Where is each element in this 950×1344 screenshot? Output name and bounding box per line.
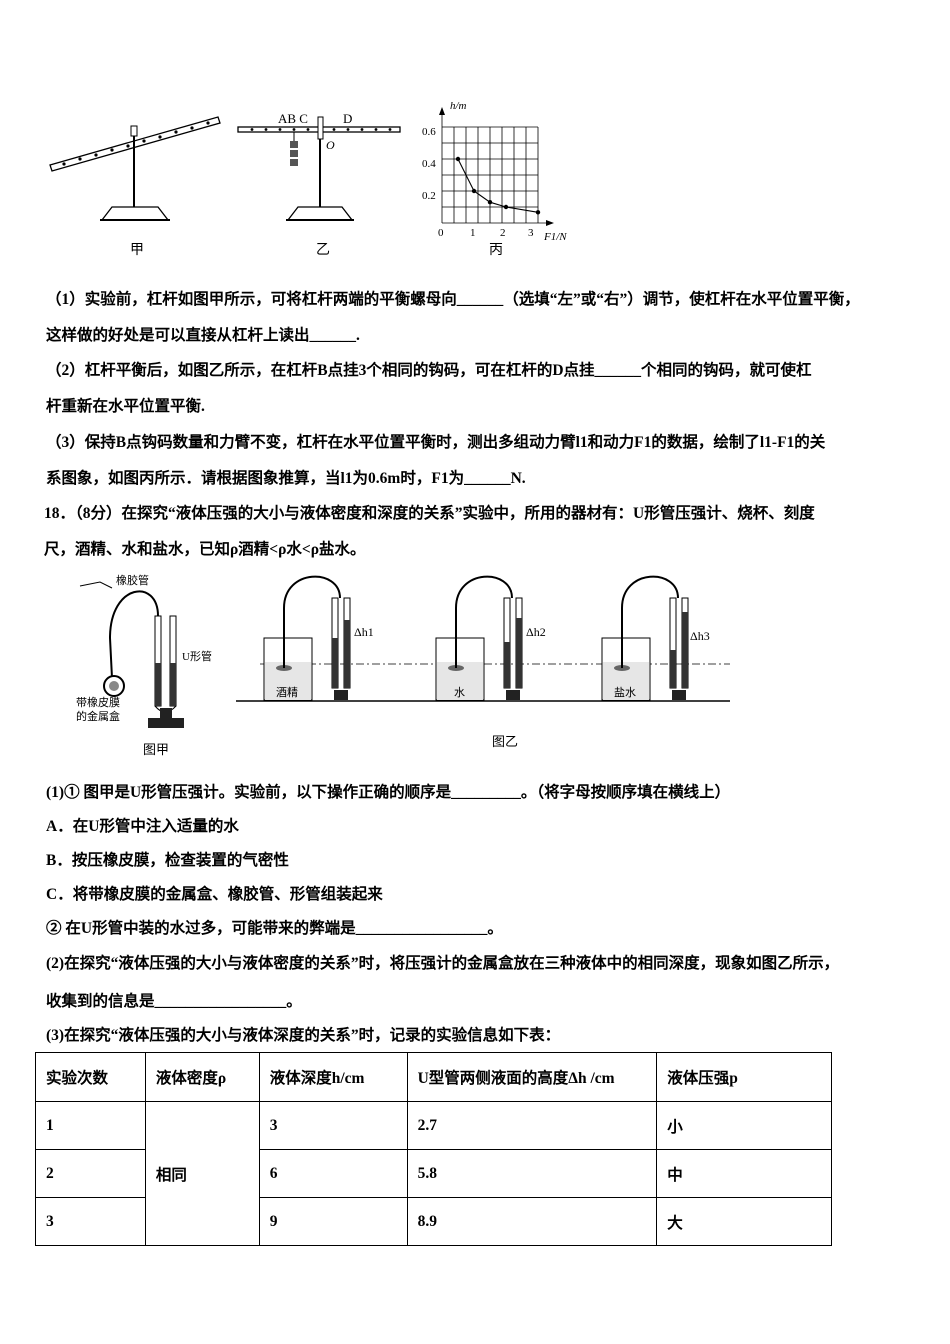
data-point <box>535 210 541 215</box>
data-point <box>503 204 509 210</box>
lever-yi: AB C D O <box>237 111 401 221</box>
table-header: 实验次数 <box>35 1052 146 1102</box>
q18-option-c: C．将带橡皮膜的金属盒、橡胶管、形管组装起来 <box>46 886 383 903</box>
graph-xtick-2: 2 <box>500 227 506 239</box>
table-cell: 6 <box>258 1149 408 1198</box>
table-header: 液体密度ρ <box>144 1052 260 1102</box>
q18-part2-line2: 收集到的信息是_________________。 <box>46 993 302 1010</box>
table-cell: 1 <box>35 1101 146 1150</box>
table-header-row: 实验次数 液体密度ρ 液体深度h/cm U型管两侧液面的高度Δh /cm 液体压… <box>35 1052 832 1102</box>
table-row: 2 6 5.8 中 <box>35 1149 832 1198</box>
data-point <box>471 188 477 194</box>
caption-yi: 乙 <box>316 242 330 258</box>
caption-jia: 甲 <box>130 242 144 258</box>
setup-brine: Δh3 盐水 <box>601 575 710 701</box>
table-header: 液体深度h/cm <box>258 1052 408 1102</box>
q18-intro-line2: 尺，酒精、水和盐水，已知ρ酒精<ρ水<ρ盐水。 <box>44 541 366 558</box>
q18-option-a: A．在U形管中注入适量的水 <box>46 818 239 835</box>
label-alcohol: 酒精 <box>276 686 298 699</box>
manometer-jia: 橡胶管 U形管 带橡皮膜 的金属盒 <box>76 573 212 728</box>
label-box-1: 带橡皮膜 <box>76 696 120 709</box>
label-brine: 盐水 <box>614 686 636 699</box>
q17-part1-line2: 这样做的好处是可以直接从杠杆上读出______. <box>46 327 360 344</box>
label-dh2: Δh2 <box>526 625 546 639</box>
label-d: D <box>343 111 352 126</box>
label-water: 水 <box>454 686 465 699</box>
graph-ytick-02: 0.2 <box>422 190 436 202</box>
table-cell: 8.9 <box>406 1197 658 1246</box>
label-o: O <box>326 138 335 152</box>
label-dh3: Δh3 <box>690 629 710 643</box>
table-cell: 9 <box>258 1197 408 1246</box>
caption-fig-yi: 图乙 <box>492 735 519 750</box>
table-cell: 5.8 <box>406 1149 658 1198</box>
label-u-tube: U形管 <box>182 649 212 663</box>
graph-origin: 0 <box>438 227 444 239</box>
data-point <box>455 156 461 162</box>
label-dh1: Δh1 <box>354 625 374 639</box>
q17-part1-line1: （1）实验前，杠杆如图甲所示，可将杠杆两端的平衡螺母向______（选填“左”或… <box>46 291 860 308</box>
lever-jia <box>49 116 221 221</box>
table-cell: 小 <box>656 1101 832 1150</box>
caption-fig-jia: 图甲 <box>143 743 170 758</box>
table-cell: 2.7 <box>406 1101 658 1150</box>
setup-alcohol: Δh1 酒精 <box>263 575 374 701</box>
figure-lever: AB C D O h/m 0.6 0.4 0.2 0 1 2 3 F1/N <box>49 100 567 243</box>
table-cell: 中 <box>656 1149 832 1198</box>
table-row: 3 9 8.9 大 <box>35 1197 832 1246</box>
q18-part2-line1: (2)在探究“液体压强的大小与液体密度的关系”时，将压强计的金属盒放在三种液体中… <box>46 955 840 972</box>
graph-xtick-1: 1 <box>470 227 476 239</box>
q17-part3-line1: （3）保持B点钩码数量和力臂不变，杠杆在水平位置平衡时，测出多组动力臂l1和动力… <box>46 434 826 451</box>
q17-part2-line2: 杆重新在水平位置平衡. <box>46 398 205 415</box>
experiment-table: 实验次数 液体密度ρ 液体深度h/cm U型管两侧液面的高度Δh /cm 液体压… <box>35 1052 832 1246</box>
table-cell: 大 <box>656 1197 832 1246</box>
graph-xtick-3: 3 <box>528 227 534 239</box>
setup-water: Δh2 水 <box>435 575 546 701</box>
table-header: U型管两侧液面的高度Δh /cm <box>406 1052 658 1102</box>
table-cell: 2 <box>35 1149 146 1198</box>
graph-ylabel: h/m <box>450 100 467 112</box>
figure-manometer: 橡胶管 U形管 带橡皮膜 的金属盒 Δh1 酒精 Δh2 水 <box>76 573 730 728</box>
graph-bing: h/m 0.6 0.4 0.2 0 1 2 3 F1/N <box>422 100 567 243</box>
q18-intro-line1: 18．（8分）在探究“液体压强的大小与液体密度和深度的关系”实验中，所用的器材有… <box>44 505 815 522</box>
q18-part1: (1)① 图甲是U形管压强计。实验前，以下操作正确的顺序是_________。（… <box>46 784 731 801</box>
graph-ytick-06: 0.6 <box>422 126 436 138</box>
graph-ytick-04: 0.4 <box>422 158 436 170</box>
label-box-2: 的金属盒 <box>76 709 120 723</box>
table-header: 液体压强p <box>656 1052 832 1102</box>
table-row: 1 相同 3 2.7 小 <box>35 1101 832 1246</box>
q18-part1-b: ② 在U形管中装的水过多，可能带来的弊端是_________________。 <box>46 920 503 937</box>
graph-xlabel: F1/N <box>543 231 567 243</box>
table-cell-density: 相同 <box>144 1101 260 1246</box>
label-rubber-tube: 橡胶管 <box>116 573 149 587</box>
table-cell: 3 <box>35 1197 146 1246</box>
q17-part3-line2: 系图象，如图丙所示．请根据图象推算，当l1为0.6m时，F1为______N. <box>46 470 526 487</box>
label-abc: AB C <box>278 111 308 126</box>
q17-part2-line1: （2）杠杆平衡后，如图乙所示，在杠杆B点挂3个相同的钩码，可在杠杆的D点挂___… <box>46 362 812 379</box>
caption-bing: 丙 <box>489 242 503 258</box>
q18-option-b: B．按压橡皮膜，检查装置的气密性 <box>46 852 289 869</box>
q18-part3: (3)在探究“液体压强的大小与液体深度的关系”时，记录的实验信息如下表： <box>46 1027 561 1044</box>
data-point <box>487 200 493 205</box>
table-cell: 3 <box>258 1101 408 1150</box>
